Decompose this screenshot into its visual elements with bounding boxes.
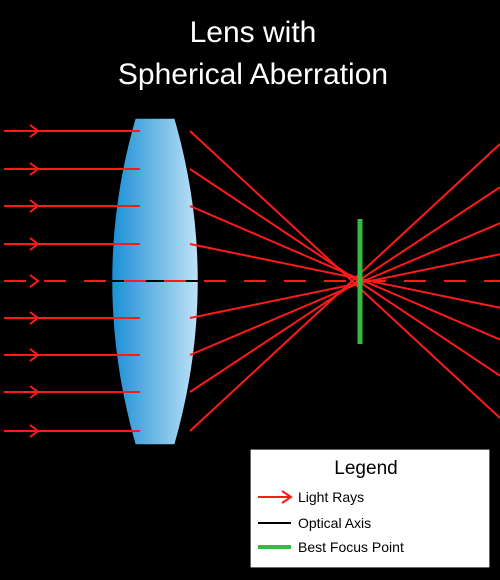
- ray-arrow-icon: [29, 274, 40, 288]
- ray-arrow-icon: [29, 424, 40, 438]
- legend: Legend Light Rays Optical Axis Best Focu…: [249, 448, 491, 569]
- ray-arrow-icon: [29, 311, 40, 325]
- refracted-ray: [189, 143, 500, 432]
- ray-arrow-icon: [29, 199, 40, 213]
- refracted-ray: [189, 130, 500, 419]
- incoming-light-rays: [4, 124, 140, 438]
- ray-arrow-icon: [29, 124, 40, 138]
- legend-item-best-focus: Best Focus Point: [258, 539, 404, 555]
- legend-label-light-rays: Light Rays: [298, 489, 364, 505]
- legend-item-light-rays: Light Rays: [258, 489, 364, 505]
- legend-label-optical-axis: Optical Axis: [298, 515, 371, 531]
- refracted-ray: [189, 205, 500, 341]
- title-line-1: Lens with: [190, 16, 317, 49]
- ray-arrow-icon: [29, 162, 40, 176]
- legend-label-best-focus: Best Focus Point: [298, 539, 404, 555]
- axial-light-ray: [4, 274, 500, 288]
- legend-title: Legend: [334, 458, 397, 479]
- legend-arrow-icon: [281, 490, 293, 504]
- title-line-2: Spherical Aberration: [118, 58, 388, 91]
- ray-arrow-icon: [29, 237, 40, 251]
- refracted-ray: [189, 243, 500, 309]
- legend-item-optical-axis: Optical Axis: [258, 515, 371, 531]
- ray-arrow-icon: [29, 385, 40, 399]
- refracted-light-rays: [189, 130, 500, 432]
- refracted-ray: [189, 186, 500, 393]
- ray-arrow-icon: [29, 348, 40, 362]
